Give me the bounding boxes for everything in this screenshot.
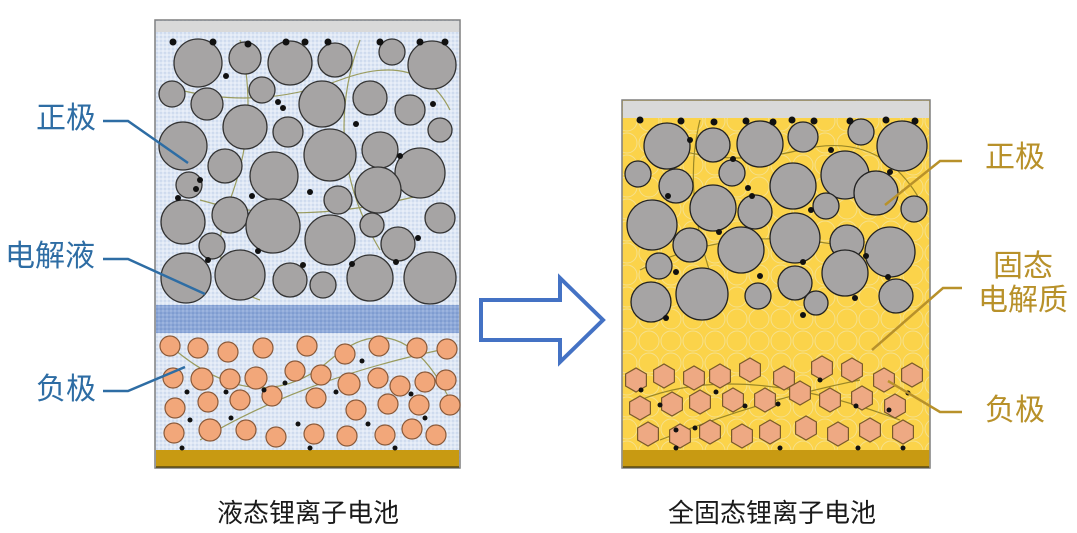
label-cathode-solid: 正极: [985, 140, 1045, 175]
binder-dots: [636, 116, 919, 321]
anode-particles: [624, 355, 924, 449]
bottom-current-collector: [623, 450, 929, 467]
liquid-battery-cell: [103, 19, 461, 469]
label-solid-electrolyte-line1: 固态: [993, 249, 1053, 284]
label-solid-electrolyte-line2: 电解质: [978, 283, 1068, 318]
anode-particles: [159, 335, 461, 448]
top-current-collector: [156, 21, 459, 32]
transition-arrow-icon: [479, 273, 606, 367]
cathode-particles: [158, 38, 457, 305]
separator: [156, 305, 459, 333]
solid-state-battery-cell: [621, 99, 962, 469]
label-anode-solid: 负极: [985, 393, 1045, 428]
label-cathode-liquid: 正极: [36, 101, 96, 136]
left-leader-lines: [103, 119, 206, 393]
top-current-collector: [623, 101, 929, 118]
cathode-particles: [624, 118, 928, 323]
right-leader-lines: [871, 159, 962, 414]
bottom-current-collector: [156, 450, 459, 467]
label-liquid-electrolyte: 电解液: [5, 239, 95, 274]
binder-dots: [169, 38, 449, 268]
caption-liquid-battery: 液态锂离子电池: [217, 499, 400, 529]
label-anode-liquid: 负极: [36, 372, 96, 407]
caption-solid-state-battery: 全固态锂离子电池: [668, 499, 877, 529]
